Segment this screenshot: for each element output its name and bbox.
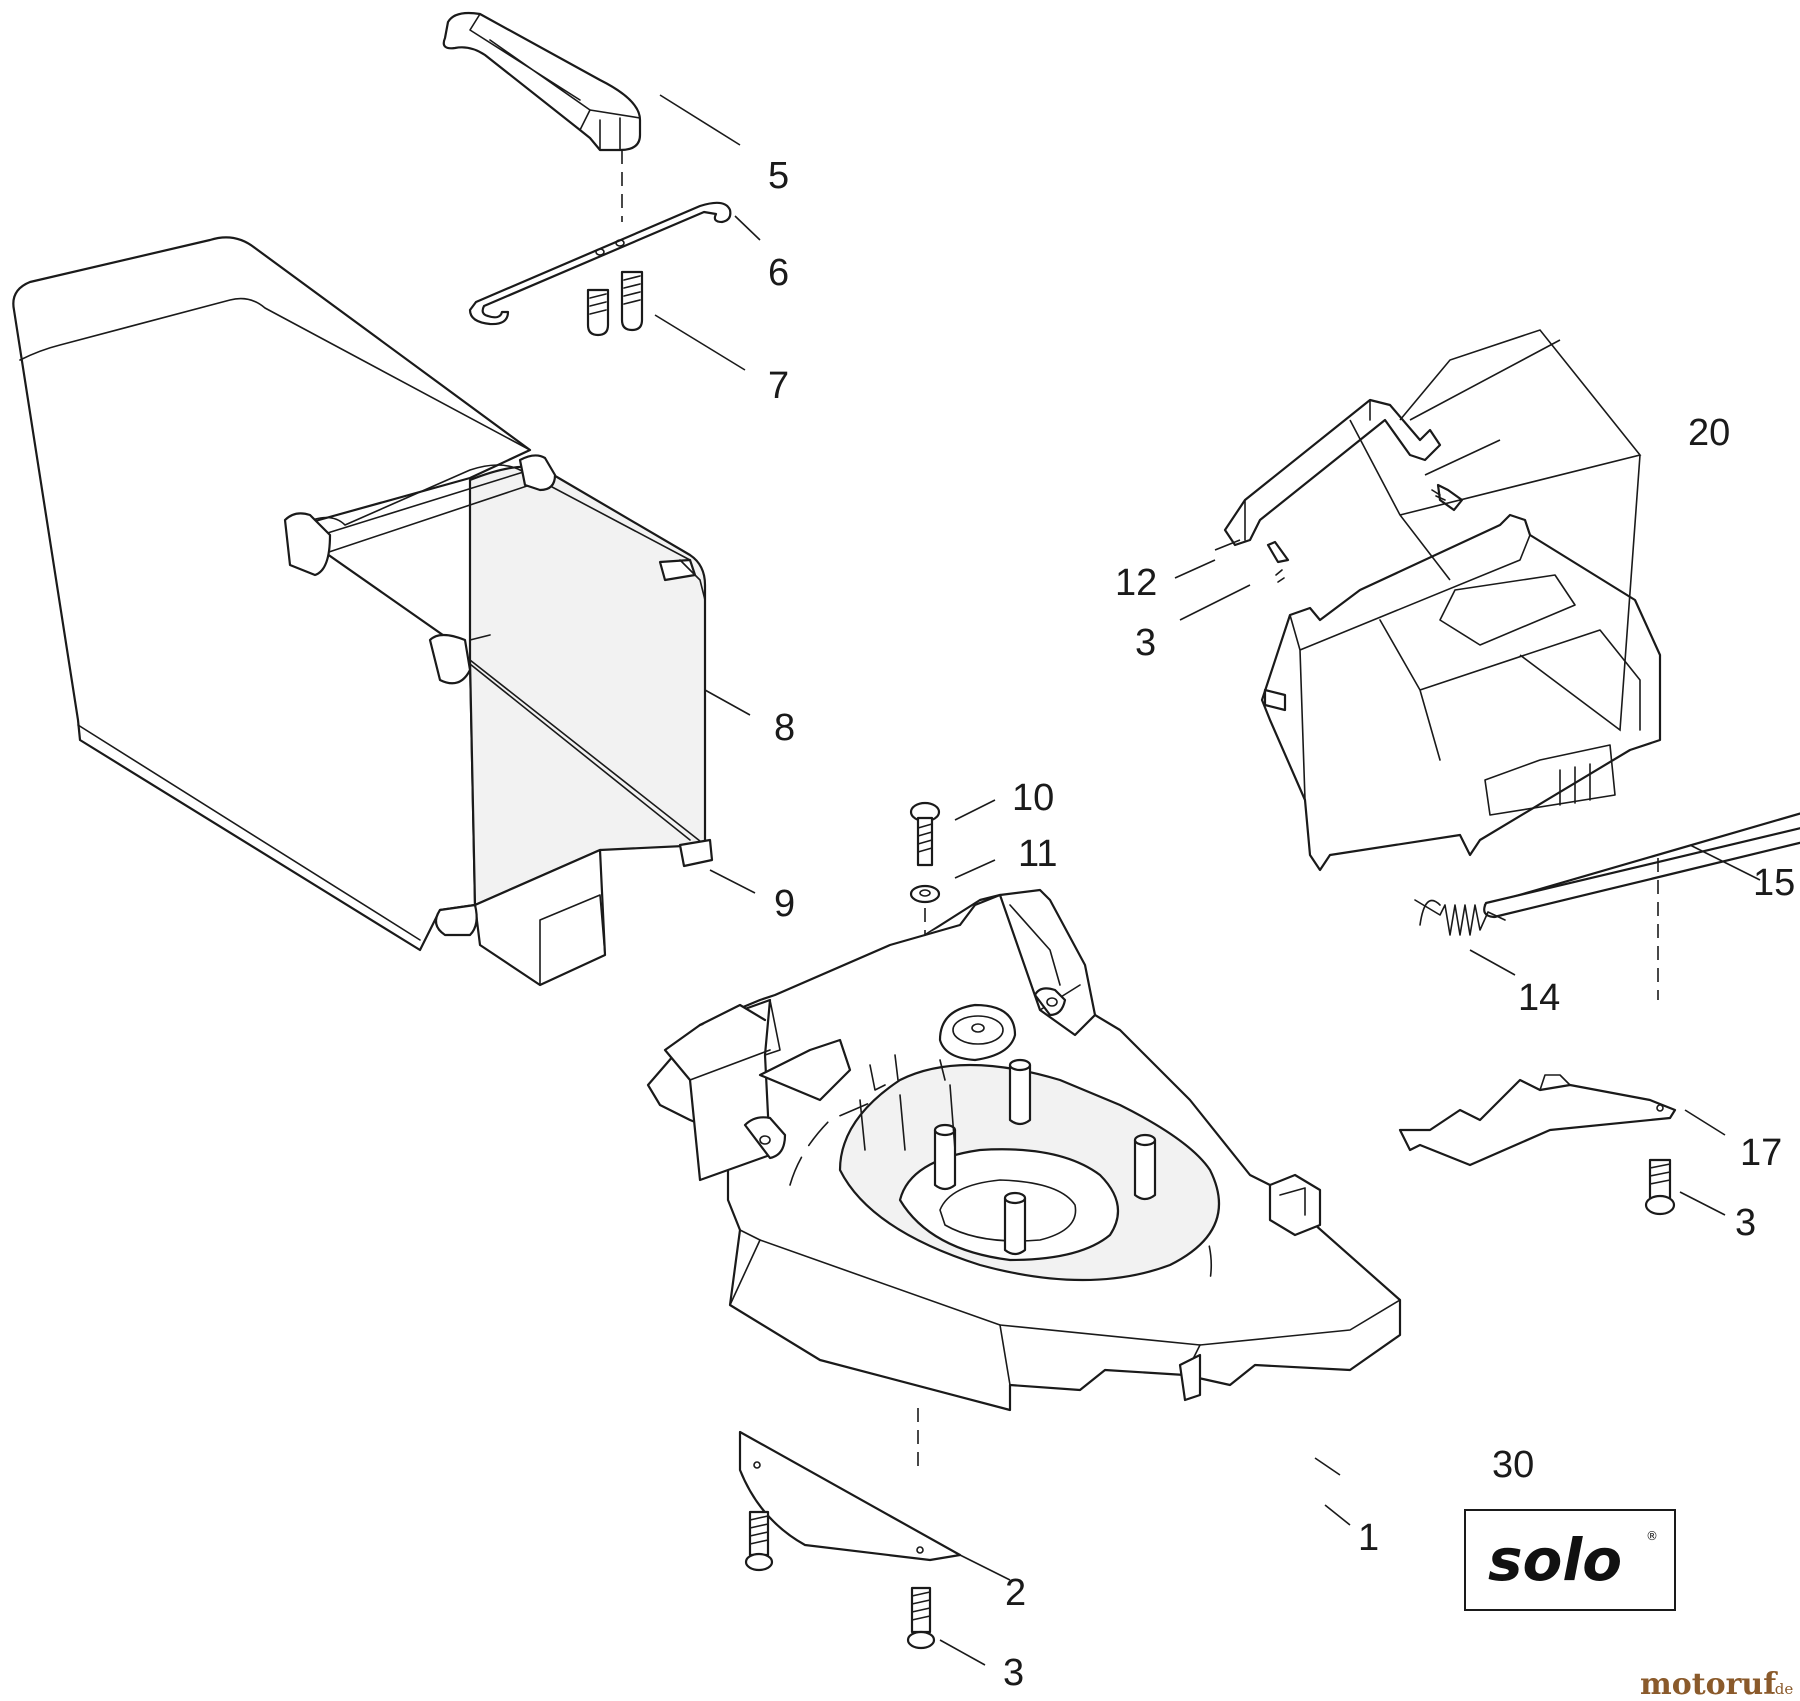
watermark-text: motoruf	[1640, 1667, 1778, 1701]
callout-6: 6	[768, 252, 789, 294]
part-14-spring	[1414, 899, 1506, 936]
callout-9: 9	[774, 883, 795, 925]
callout-14: 14	[1518, 977, 1560, 1019]
part-1-mower-deck	[646, 888, 1402, 1412]
part-3-screw-left	[744, 1510, 774, 1572]
callout-2: 2	[1005, 1572, 1026, 1614]
callout-17: 17	[1740, 1132, 1782, 1174]
callout-7: 7	[768, 365, 789, 407]
callout-11: 11	[1018, 833, 1057, 875]
part-5-grip-handle	[442, 11, 642, 152]
part-15-rod-body	[1483, 827, 1800, 919]
part-30-logo-decal: solo ®	[1464, 1509, 1676, 1611]
callout-3-near-12: 3	[1135, 622, 1156, 664]
part-11-washer	[909, 884, 941, 904]
registered-mark: ®	[1646, 1529, 1658, 1543]
callout-8: 8	[774, 707, 795, 749]
part-17-cover-plate	[1398, 1074, 1677, 1167]
watermark-suffix: .de	[1770, 1680, 1793, 1698]
part-2-guard-plate	[738, 1430, 962, 1562]
callout-5: 5	[768, 155, 789, 197]
callout-30: 30	[1492, 1444, 1534, 1486]
part-10-screw	[909, 801, 941, 867]
callout-1: 1	[1358, 1517, 1379, 1559]
part-3-screw-17	[1644, 1158, 1676, 1216]
callout-3-near-17: 3	[1735, 1202, 1756, 1244]
solo-logo: solo	[1488, 1526, 1622, 1594]
part-20-flap-assembly	[1223, 398, 1662, 872]
part-8-grass-catcher-bag	[12, 236, 714, 987]
callout-12: 12	[1115, 562, 1157, 604]
callout-20: 20	[1688, 412, 1730, 454]
callout-3-bottom: 3	[1003, 1652, 1024, 1694]
callout-10: 10	[1012, 777, 1054, 819]
motoruf-watermark: motoruf .de	[1640, 1667, 1793, 1701]
callout-15: 15	[1753, 862, 1795, 904]
bracket-lines-20	[1349, 329, 1642, 732]
part-6-bracket	[468, 201, 732, 326]
part-3-screw-bottom	[906, 1586, 936, 1650]
part-7-screws	[586, 270, 644, 337]
leader-lines	[654, 94, 1761, 1666]
callout-labels: 5 6 7 8 9 10 11 12 3 20 15 14 17 3 1 2 3…	[768, 155, 1795, 1694]
